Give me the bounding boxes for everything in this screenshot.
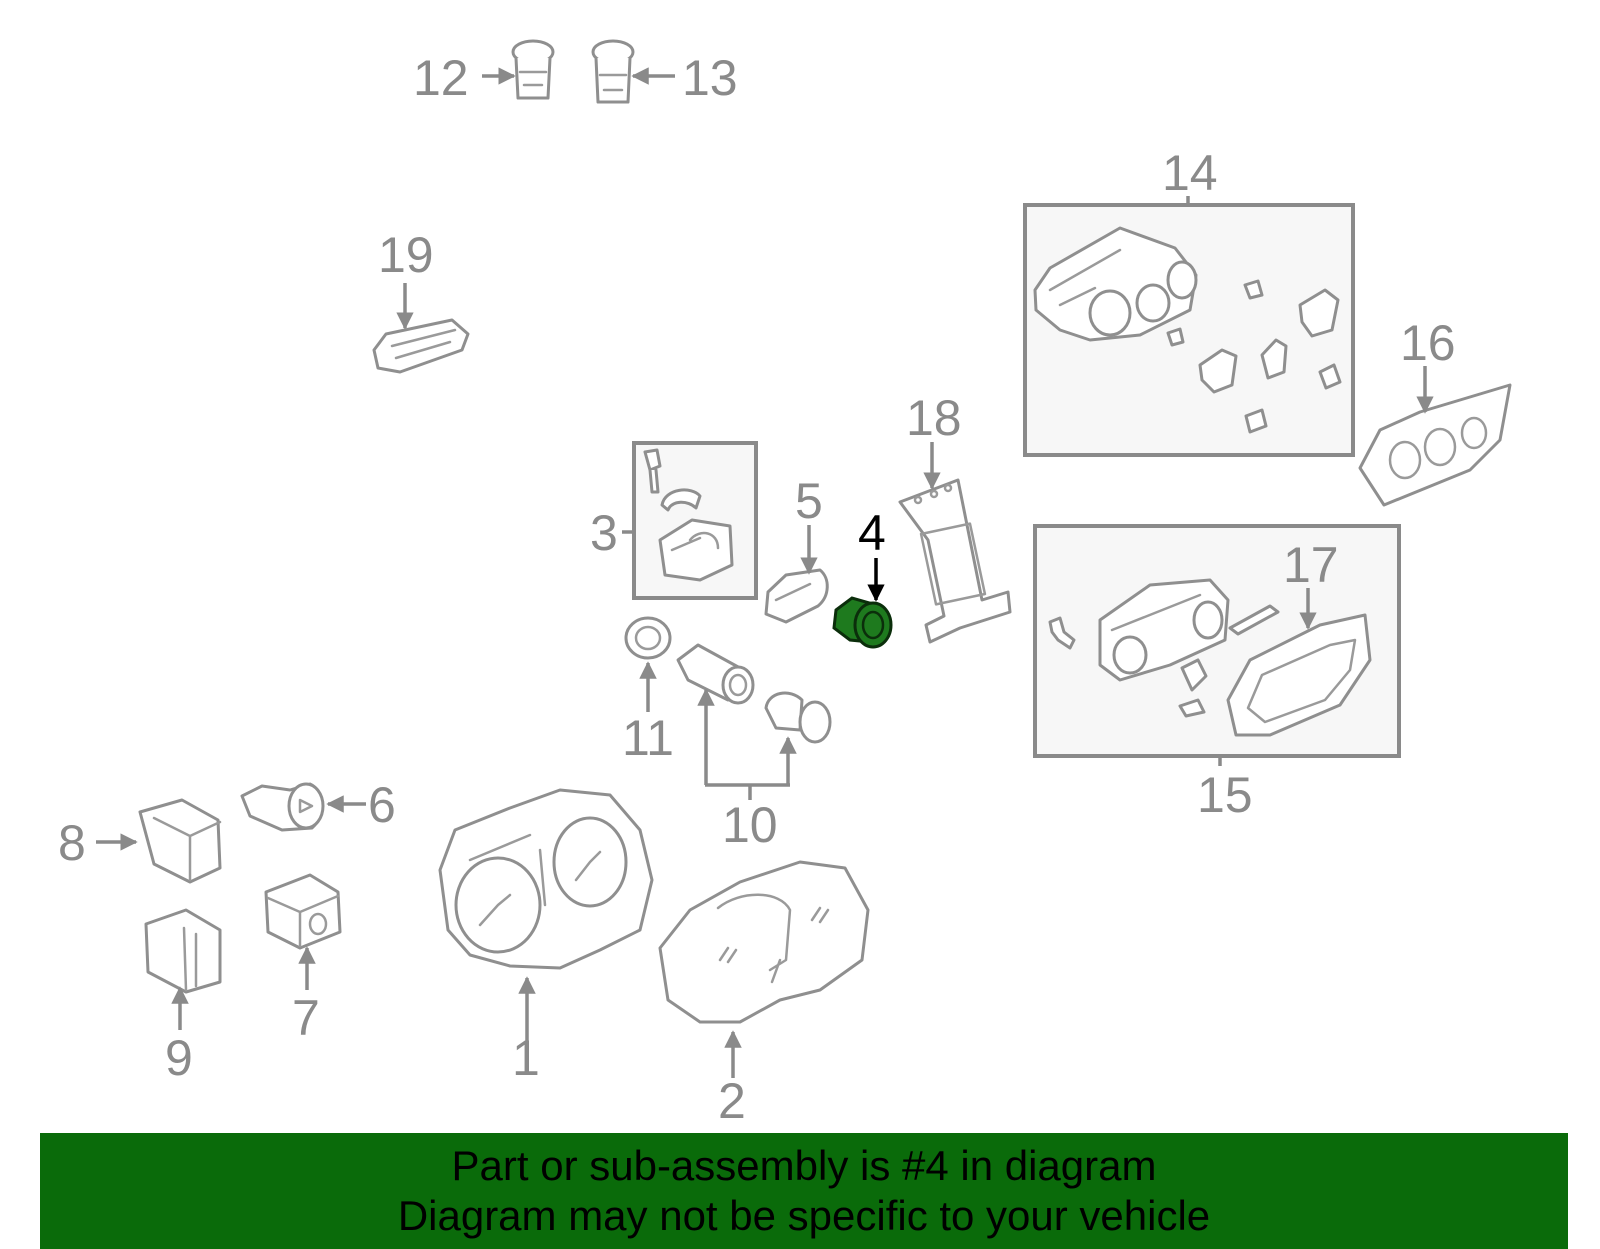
callout-10[interactable]: 10 [722, 797, 778, 853]
callout-16[interactable]: 16 [1400, 315, 1456, 371]
part-15-assembly [1048, 578, 1372, 737]
callout-6[interactable]: 6 [368, 777, 396, 833]
part-8-module[interactable] [138, 798, 222, 884]
part-5-switch[interactable] [764, 568, 829, 624]
callout-4[interactable]: 4 [858, 505, 886, 561]
callout-14[interactable]: 14 [1162, 145, 1218, 201]
callout-18[interactable]: 18 [906, 390, 962, 446]
callout-8[interactable]: 8 [58, 815, 86, 871]
part-2-cluster-lens[interactable] [658, 860, 870, 1024]
callout-7[interactable]: 7 [292, 990, 320, 1046]
part-6-switch[interactable] [240, 782, 325, 832]
callout-19[interactable]: 19 [378, 227, 434, 283]
callout-3[interactable]: 3 [590, 505, 618, 561]
notice-banner: Part or sub-assembly is #4 in diagram Di… [40, 1133, 1568, 1249]
banner-line-1: Part or sub-assembly is #4 in diagram [451, 1142, 1157, 1189]
part-1-instrument-cluster[interactable] [438, 788, 654, 970]
callout-5[interactable]: 5 [795, 473, 823, 529]
callout-13[interactable]: 13 [682, 50, 738, 106]
callout-2[interactable]: 2 [718, 1073, 746, 1129]
part-4-selected[interactable] [832, 596, 893, 649]
part-19-lamp[interactable] [372, 318, 470, 374]
part-12-switch[interactable] [511, 39, 555, 100]
callout-12[interactable]: 12 [413, 50, 469, 106]
part-11-ring[interactable] [624, 616, 672, 660]
banner-line-2: Diagram may not be specific to your vehi… [397, 1192, 1211, 1239]
callout-9[interactable]: 9 [165, 1030, 193, 1086]
part-10-cap[interactable] [764, 691, 832, 744]
part-9-module[interactable] [144, 908, 222, 994]
callout-15[interactable]: 15 [1197, 767, 1253, 823]
part-13-switch[interactable] [591, 39, 635, 104]
part-3-assembly [643, 448, 734, 582]
callout-17[interactable]: 17 [1283, 537, 1339, 593]
part-16-bezel[interactable] [1358, 383, 1512, 507]
callout-11[interactable]: 11 [622, 710, 674, 766]
callout-1[interactable]: 1 [512, 1030, 540, 1086]
part-14-assembly [1033, 226, 1342, 434]
part-18-bracket[interactable] [898, 478, 1012, 644]
part-10-socket[interactable] [676, 643, 755, 705]
part-7-switch[interactable] [264, 873, 342, 950]
